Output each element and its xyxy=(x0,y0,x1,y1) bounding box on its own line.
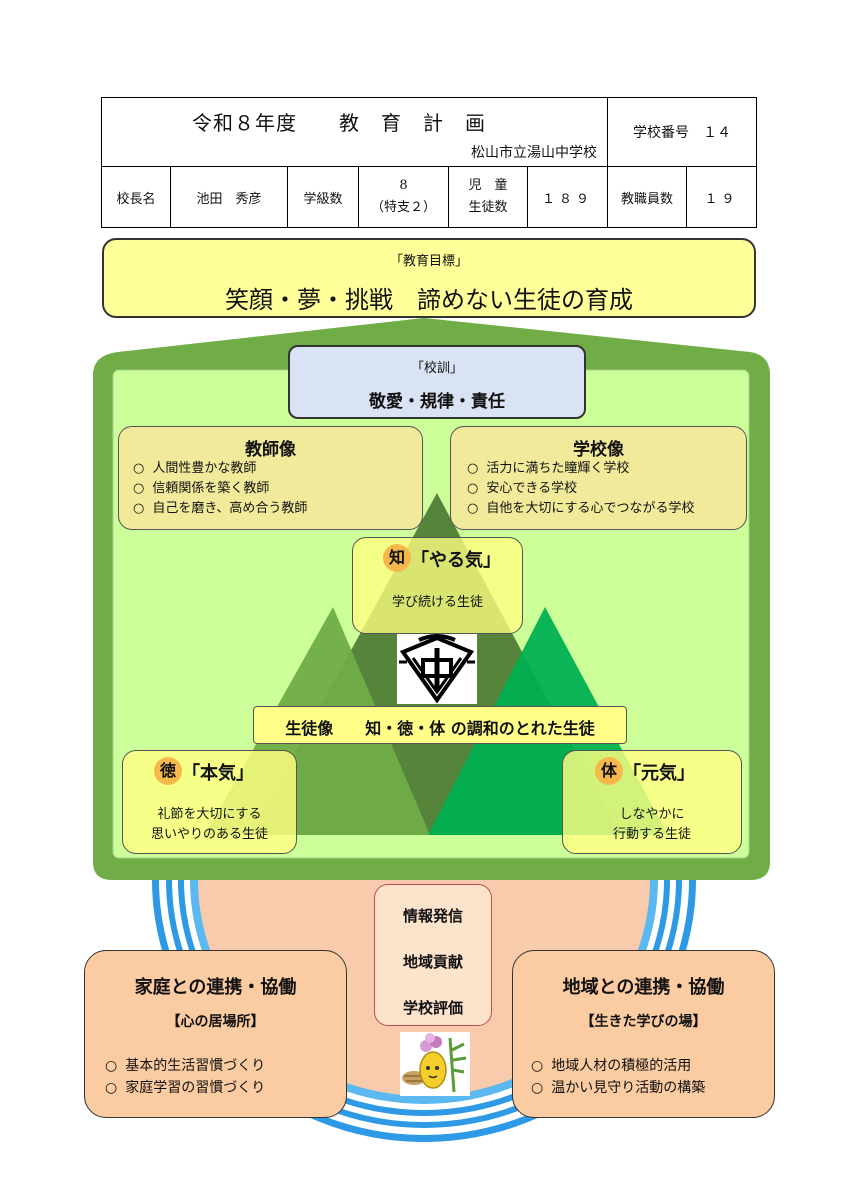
school-motto-box: 「校訓」 敬愛・規律・責任 xyxy=(288,345,586,419)
students-label-2: 生徒数 xyxy=(468,200,508,215)
info-item-1: 情報発信 xyxy=(402,907,463,925)
info-item-2: 地域貢献 xyxy=(402,953,463,971)
info-box: 情報発信 地域貢献 学校評価 xyxy=(374,884,492,1026)
chi-box: 知 「やる気」 学び続ける生徒 xyxy=(352,537,523,634)
list-item: 信頼関係を築く教師 xyxy=(133,479,307,499)
list-item: 温かい見守り活動の構築 xyxy=(531,1077,705,1099)
toku-box: 徳 「本気」 礼節を大切にする 思いやりのある生徒 xyxy=(122,750,297,854)
toku-desc-2: 思いやりのある生徒 xyxy=(150,827,268,842)
tai-desc-1: しなやかに xyxy=(619,807,685,822)
mascot-icon xyxy=(400,1032,470,1096)
list-item: 自他を大切にする心でつながる学校 xyxy=(467,499,694,519)
tai-badge-icon: 体 xyxy=(595,757,623,785)
school-emblem-icon xyxy=(397,634,477,704)
info-item-3: 学校評価 xyxy=(402,999,463,1017)
home-title: 家庭との連携・協働 xyxy=(134,977,297,998)
class-count-value: 8 xyxy=(399,178,408,193)
community-cooperation-box: 地域との連携・協働 【生きた学びの場】 地域人材の積極的活用 温かい見守り活動の… xyxy=(512,950,775,1118)
list-item: 基本的生活習慣づくり xyxy=(105,1055,265,1077)
class-count-note: （特支２） xyxy=(370,200,436,215)
teacher-image-list: 人間性豊かな教師 信頼関係を築く教師 自己を磨き、高め合う教師 xyxy=(133,459,307,519)
list-item: 自己を磨き、高め合う教師 xyxy=(133,499,307,519)
community-subtitle: 【生きた学びの場】 xyxy=(580,1014,707,1030)
home-cooperation-box: 家庭との連携・協働 【心の居場所】 基本的生活習慣づくり 家庭学習の習慣づくり xyxy=(84,950,347,1118)
list-item: 人間性豊かな教師 xyxy=(133,459,307,479)
list-item: 安心できる学校 xyxy=(467,479,694,499)
chi-title: 「やる気」 xyxy=(411,550,501,571)
teacher-image-box: 教師像 人間性豊かな教師 信頼関係を築く教師 自己を磨き、高め合う教師 xyxy=(118,426,423,530)
teacher-image-title: 教師像 xyxy=(245,440,296,460)
student-image-text: 生徒像 知・徳・体 の調和のとれた生徒 xyxy=(285,719,595,738)
tai-desc-2: 行動する生徒 xyxy=(612,827,691,842)
home-subtitle: 【心の居場所】 xyxy=(166,1014,265,1030)
goal-label: 「教育目標」 xyxy=(389,254,468,269)
student-image-bar: 生徒像 知・徳・体 の調和のとれた生徒 xyxy=(253,706,627,744)
school-image-list: 活力に満ちた瞳輝く学校 安心できる学校 自他を大切にする心でつながる学校 xyxy=(467,459,694,519)
community-list: 地域人材の積極的活用 温かい見守り活動の構築 xyxy=(531,1055,705,1099)
educational-goal-box: 「教育目標」 笑顔・夢・挑戦 諦めない生徒の育成 xyxy=(102,238,756,318)
goal-text: 笑顔・夢・挑戦 諦めない生徒の育成 xyxy=(225,286,633,314)
motto-label: 「校訓」 xyxy=(410,361,463,376)
tai-box: 体 「元気」 しなやかに 行動する生徒 xyxy=(562,750,742,854)
toku-title: 「本気」 xyxy=(182,763,254,784)
toku-badge-icon: 徳 xyxy=(154,757,182,785)
school-name: 松山市立湯山中学校 xyxy=(471,145,597,161)
toku-desc-1: 礼節を大切にする xyxy=(157,807,262,822)
students-label-1: 児 童 xyxy=(468,178,508,193)
list-item: 地域人材の積極的活用 xyxy=(531,1055,705,1077)
chi-badge-icon: 知 xyxy=(383,544,411,572)
home-list: 基本的生活習慣づくり 家庭学習の習慣づくり xyxy=(105,1055,265,1099)
school-image-title: 学校像 xyxy=(573,440,624,460)
list-item: 家庭学習の習慣づくり xyxy=(105,1077,265,1099)
list-item: 活力に満ちた瞳輝く学校 xyxy=(467,459,694,479)
school-image-box: 学校像 活力に満ちた瞳輝く学校 安心できる学校 自他を大切にする心でつながる学校 xyxy=(450,426,747,530)
plan-title: 令和８年度 教 育 計 画 xyxy=(192,111,486,135)
staff-value: １９ xyxy=(686,166,757,228)
motto-text: 敬愛・規律・責任 xyxy=(369,392,505,412)
students-label-cell: 児 童 生徒数 xyxy=(448,166,528,228)
principal-name: 池田 秀彦 xyxy=(170,166,288,228)
tai-title: 「元気」 xyxy=(623,763,695,784)
chi-desc: 学び続ける生徒 xyxy=(391,595,483,610)
community-title: 地域との連携・協働 xyxy=(562,977,725,998)
